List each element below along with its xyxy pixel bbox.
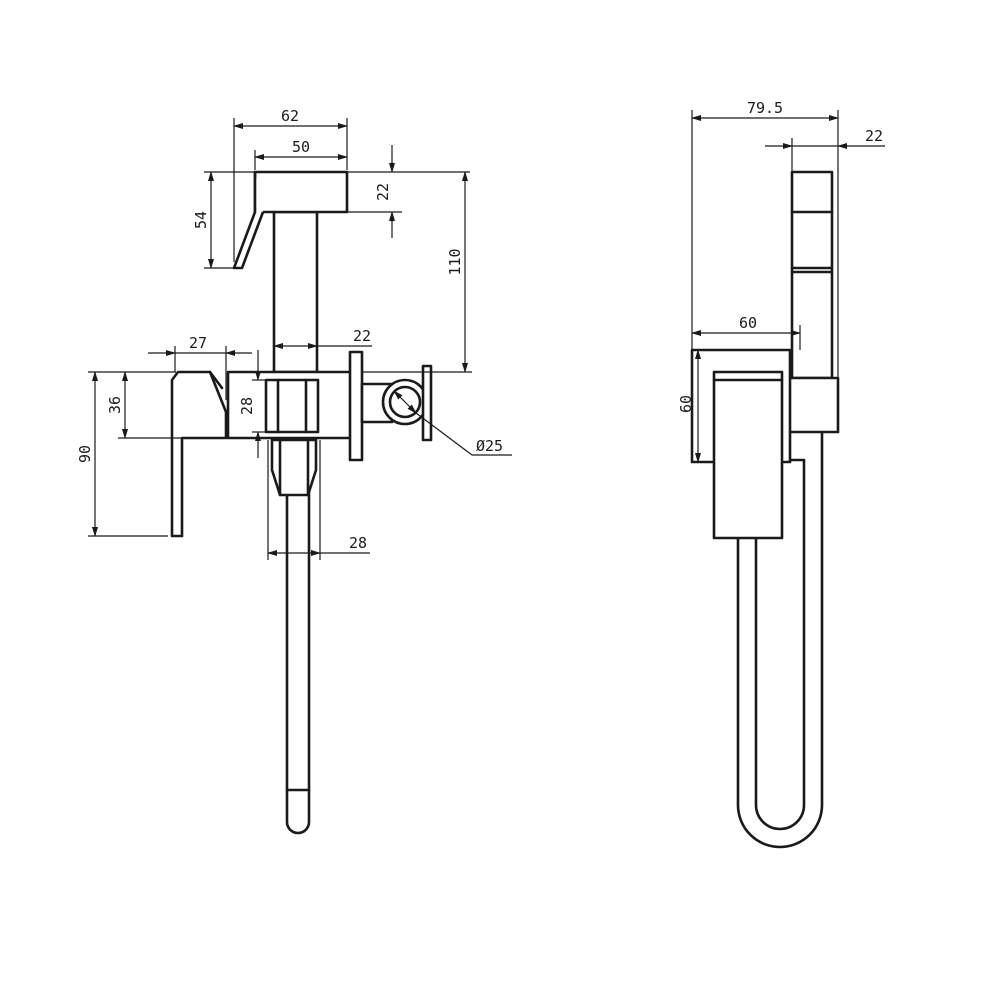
dim-60-vertical: 60 (677, 349, 701, 463)
lever-front (170, 370, 228, 538)
dim-22-side: 22 (765, 127, 885, 172)
side-view: 79.5 22 60 60 (677, 99, 885, 849)
dim-110: 110 (362, 171, 472, 373)
dim-27: 27 (148, 334, 252, 400)
dim-label-54: 54 (192, 211, 210, 229)
hose-front (285, 428, 311, 835)
dim-label-27: 27 (189, 334, 207, 352)
dim-90: 90 (76, 371, 168, 537)
front-view: 62 50 22 54 110 (76, 107, 512, 835)
dim-label-90: 90 (76, 445, 94, 463)
dim-28-horizontal: 28 (267, 440, 370, 560)
wall-outlet (360, 364, 433, 442)
dim-60-horizontal: 60 (691, 314, 801, 350)
dim-22-stem: 22 (273, 327, 372, 349)
dim-label-22-side: 22 (865, 127, 883, 145)
dim-diameter-25: Ø25 (393, 390, 512, 456)
dim-36: 36 (106, 371, 182, 439)
dim-50: 50 (254, 138, 348, 170)
dim-label-50: 50 (292, 138, 310, 156)
dim-62: 62 (233, 107, 348, 262)
dim-label-62: 62 (281, 107, 299, 125)
dim-label-25: Ø25 (476, 437, 503, 455)
dim-label-28-horizontal: 28 (349, 534, 367, 552)
valve-body-side (712, 370, 784, 540)
dim-label-28-vertical: 28 (238, 397, 256, 415)
handle-stem (272, 210, 319, 374)
dim-label-22-head: 22 (374, 183, 392, 201)
dim-28-vertical: 28 (238, 350, 266, 458)
dim-22-head: 22 (347, 145, 470, 238)
handle-side (790, 170, 834, 380)
dim-label-60-horizontal: 60 (739, 314, 757, 332)
dim-label-110: 110 (446, 248, 464, 275)
valve-body (226, 350, 364, 462)
dim-label-22-stem: 22 (353, 327, 371, 345)
hose-connector (270, 438, 318, 497)
dim-54: 54 (192, 171, 255, 269)
dim-label-79-5: 79.5 (747, 99, 783, 117)
dim-label-36: 36 (106, 396, 124, 414)
dim-79-5: 79.5 (691, 99, 839, 378)
dim-label-60-vertical: 60 (677, 395, 695, 413)
